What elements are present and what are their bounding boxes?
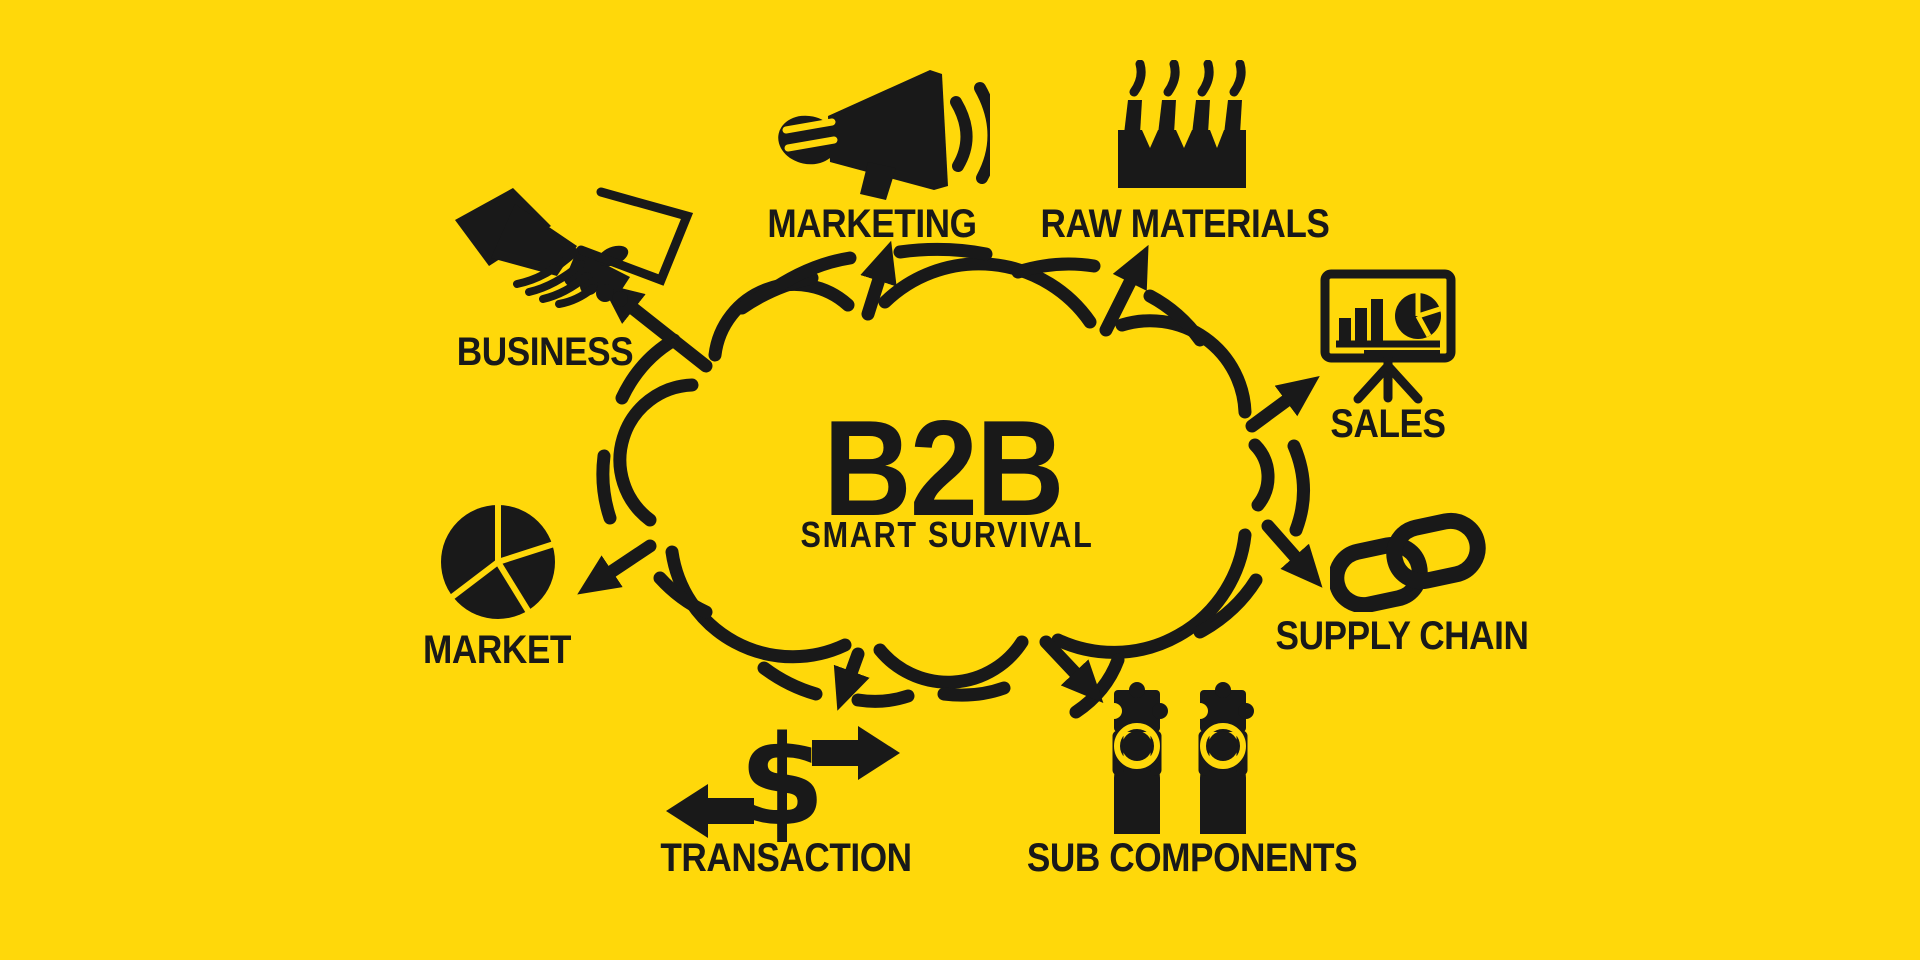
arrow-to-sub-components [1039, 635, 1104, 703]
arrow-to-transaction [833, 647, 870, 711]
dollar-transfer-icon: $ [666, 710, 900, 844]
megaphone-icon [778, 70, 990, 200]
page-subtitle: SMART SURVIVAL [800, 514, 1094, 555]
label-supply-chain: SUPPLY CHAIN [1275, 614, 1529, 658]
presentation-chart-icon [1320, 269, 1456, 404]
label-transaction: TRANSACTION [660, 836, 912, 880]
label-raw-materials: RAW MATERIALS [1040, 202, 1330, 246]
chain-link-icon [1330, 512, 1486, 612]
arrow-to-business [600, 283, 713, 373]
handshake-icon [455, 187, 694, 308]
people-puzzle-icon [1106, 682, 1254, 834]
arrow-to-sales [1245, 376, 1320, 433]
connector-arrows [577, 240, 1323, 711]
factory-icon [1118, 60, 1246, 188]
arrow-to-market [577, 539, 657, 595]
page-title: B2B [823, 392, 1064, 544]
label-marketing: MARKETING [767, 202, 977, 246]
arrow-to-marketing [860, 240, 897, 321]
arrow-to-supply-chain [1261, 519, 1323, 588]
label-business: BUSINESS [456, 330, 634, 374]
label-sub-components: SUB COMPONENTS [1026, 836, 1358, 880]
label-market: MARKET [423, 628, 571, 672]
pie-chart-icon [441, 503, 555, 619]
arrow-to-raw-materials [1099, 244, 1149, 337]
label-sales: SALES [1330, 402, 1446, 446]
